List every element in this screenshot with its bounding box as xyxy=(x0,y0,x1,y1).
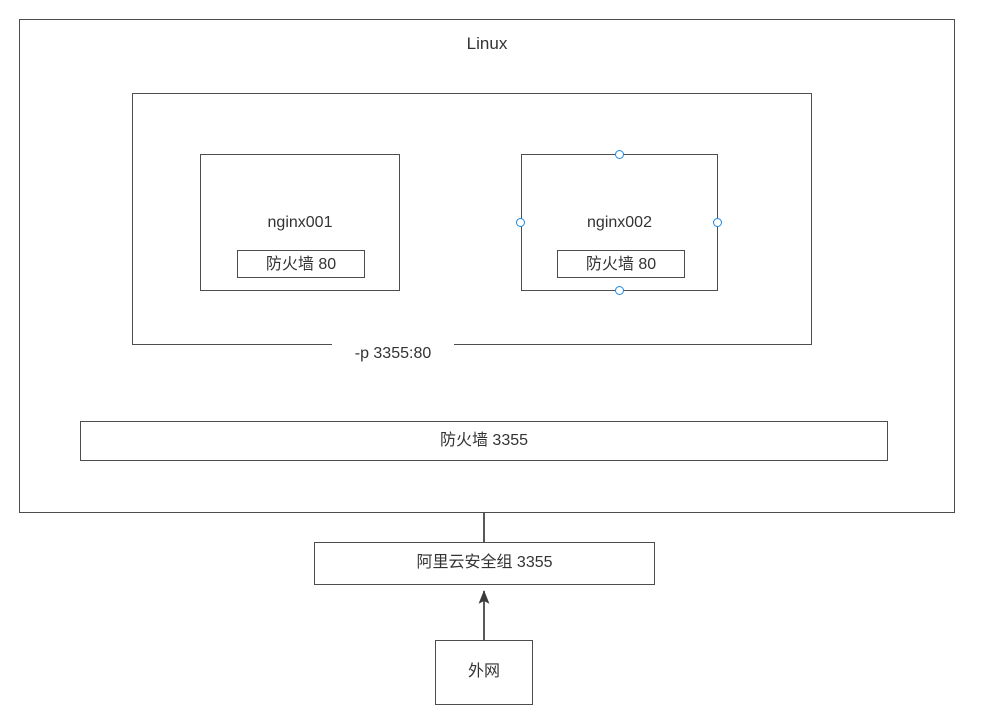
node-cloud-security-group[interactable] xyxy=(314,542,655,585)
selection-handle-top[interactable] xyxy=(615,150,624,159)
node-external-network[interactable] xyxy=(435,640,533,705)
linux-host-label: Linux xyxy=(466,34,508,53)
node-nginx001-firewall-box[interactable] xyxy=(237,250,365,278)
node-nginx002-label: nginx002 xyxy=(587,214,652,231)
edge-label-port-mapping: -p 3355:80 xyxy=(332,344,454,364)
node-external-network-label: 外网 xyxy=(467,663,500,680)
node-cloud-security-group-label: 阿里云安全组 3355 xyxy=(416,554,553,571)
selection-handle-bottom[interactable] xyxy=(615,286,624,295)
node-host-firewall-label: 防火墙 3355 xyxy=(439,432,529,449)
node-nginx002-firewall-label: 防火墙 80 xyxy=(585,256,657,273)
selection-handle-left[interactable] xyxy=(516,218,525,227)
node-nginx001-label: nginx001 xyxy=(267,214,333,231)
node-host-firewall[interactable] xyxy=(80,421,888,461)
node-nginx002-firewall-box[interactable] xyxy=(557,250,685,278)
node-nginx001-firewall-label: 防火墙 80 xyxy=(265,256,337,273)
selection-handle-right[interactable] xyxy=(713,218,722,227)
